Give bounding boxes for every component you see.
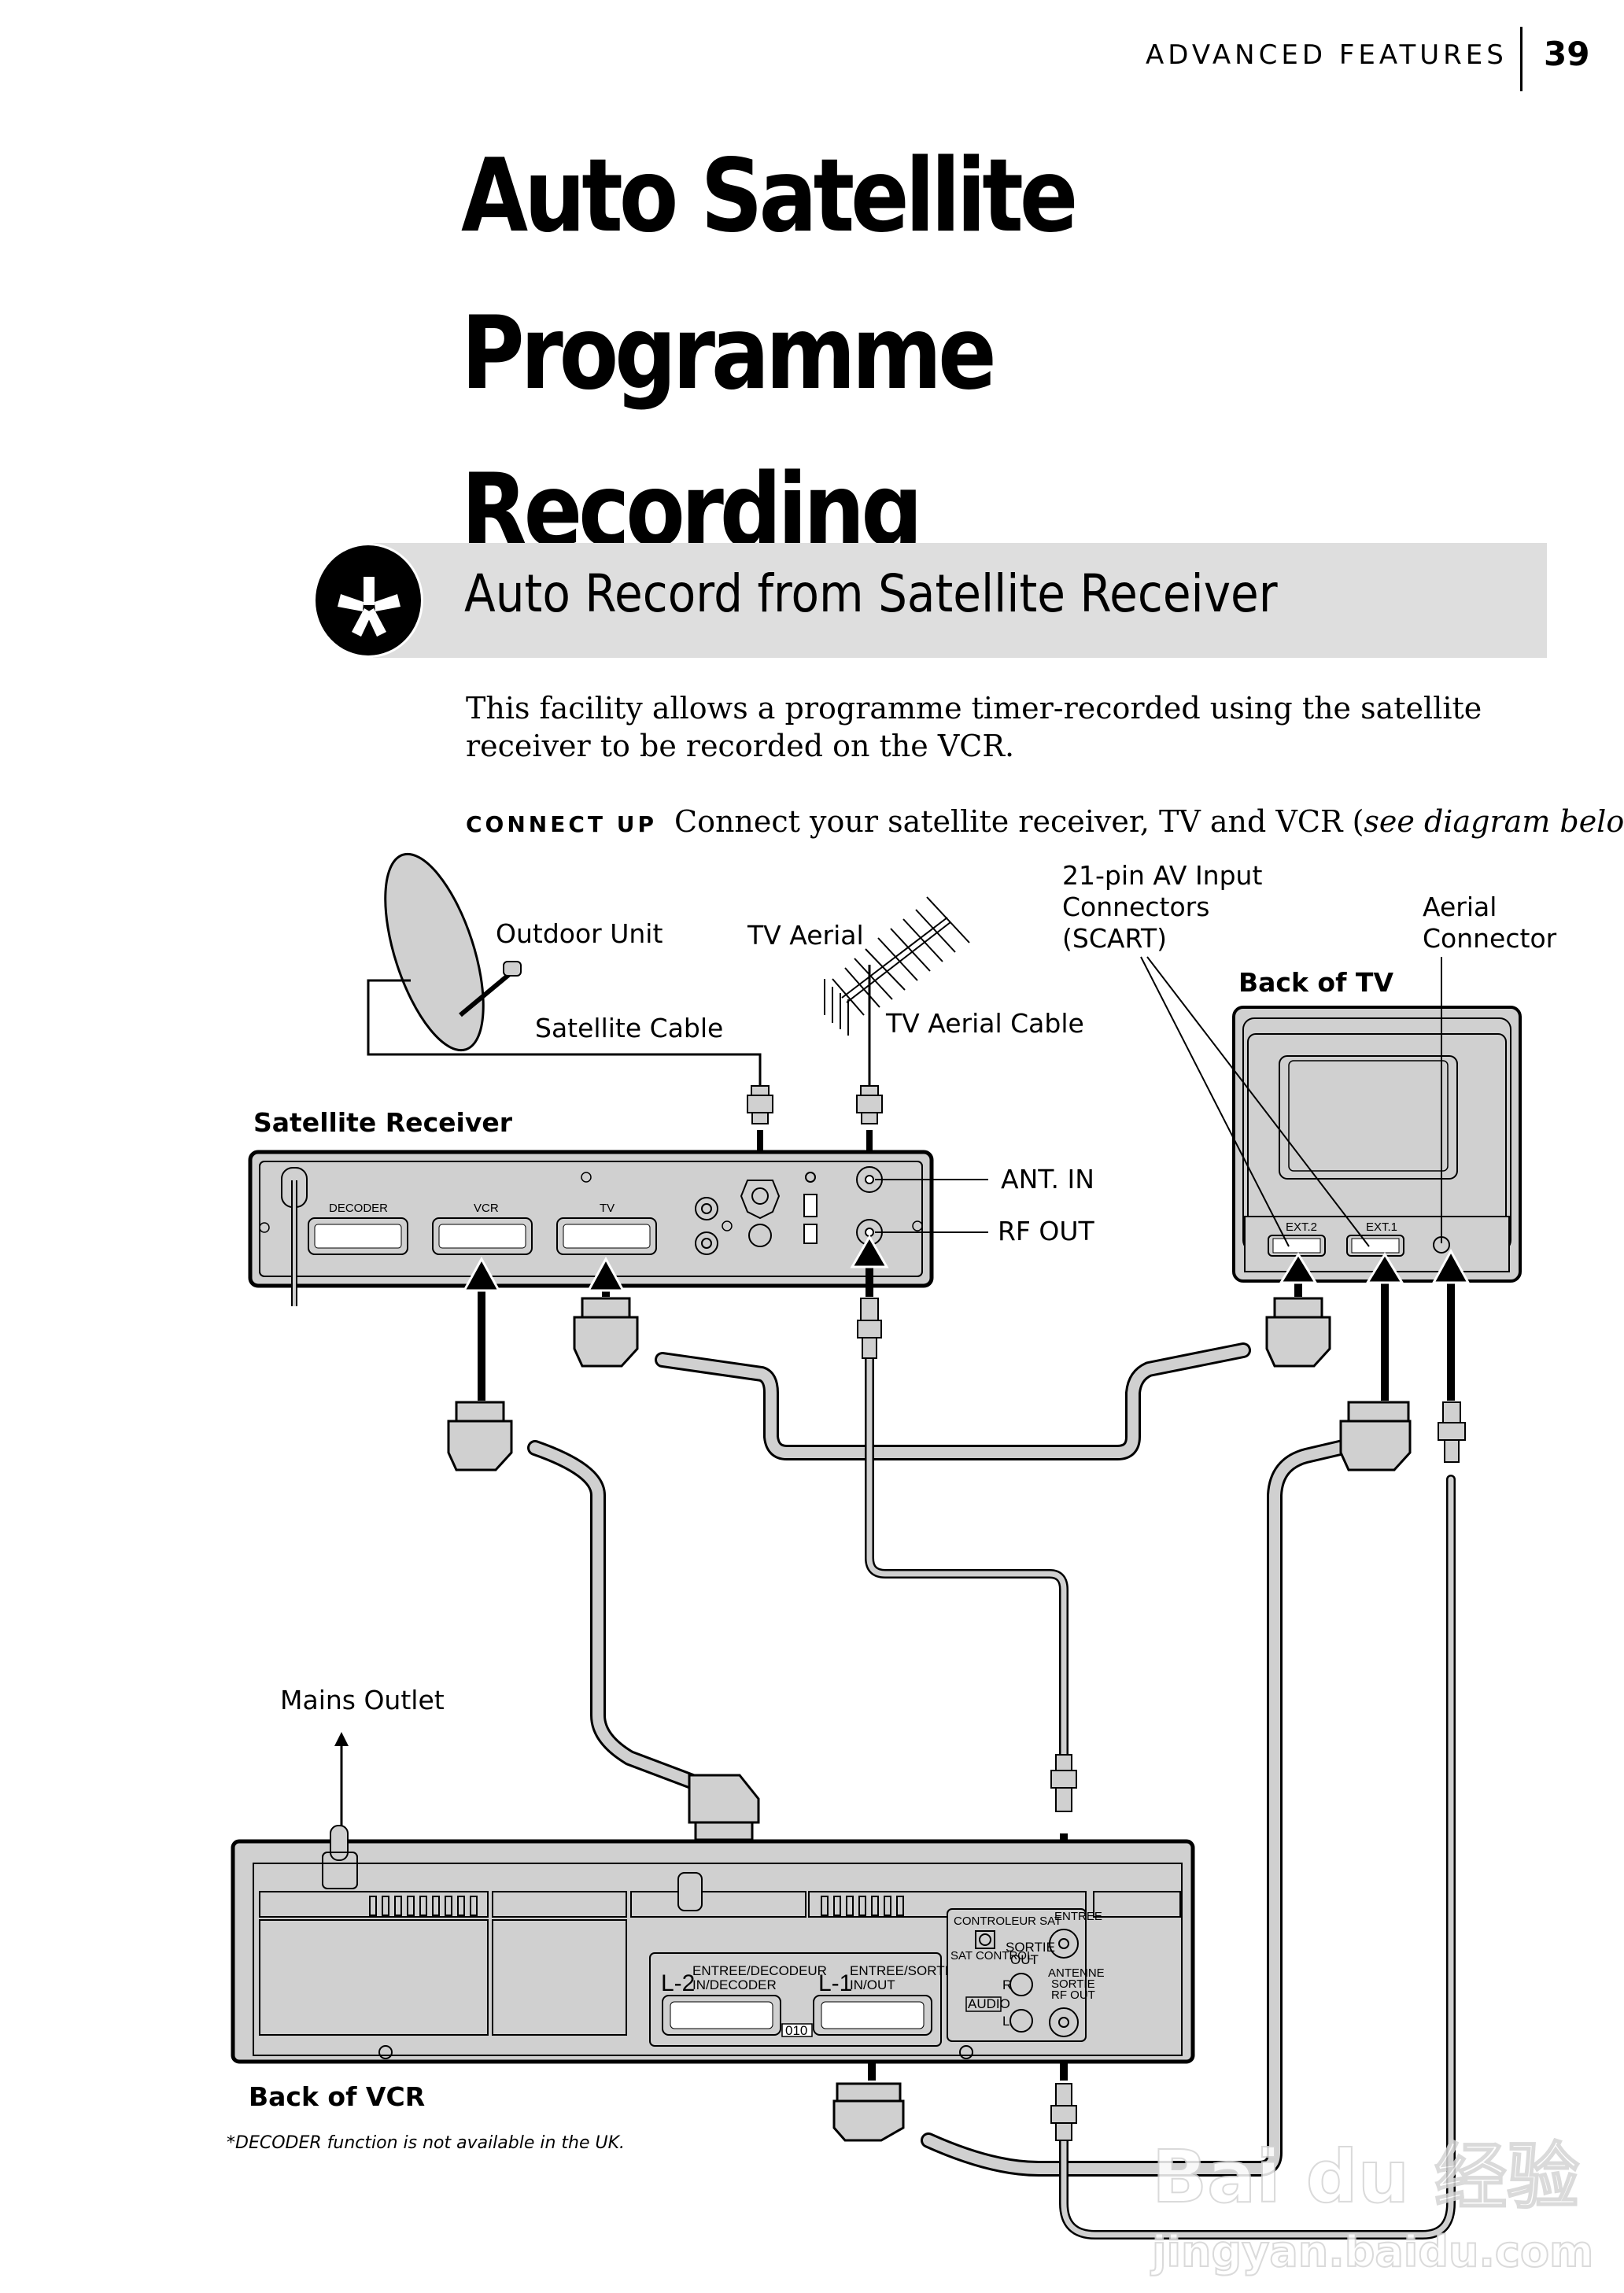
- connect-up-label: CONNECT UP: [466, 811, 657, 837]
- tv-back: EXT.2 EXT.1: [1232, 1006, 1522, 1283]
- tv-aerial-cable-plug: [856, 1085, 883, 1124]
- satellite-cable: [367, 979, 762, 1086]
- label-av-input-2: Connectors: [1062, 892, 1209, 922]
- vcr-port-l2: L-2: [661, 1970, 695, 1996]
- scart-cable-receiver-vcr-to-vcr-l2: [527, 1440, 708, 1793]
- tv-port-ext2: EXT.2: [1286, 1220, 1317, 1234]
- scart-plug-receiver-tv: [573, 1297, 639, 1368]
- tv-port-ext1: EXT.1: [1366, 1220, 1397, 1234]
- intro-paragraph: This facility allows a programme timer-r…: [466, 691, 1482, 763]
- scart-plug-tv-ext2: [1265, 1297, 1331, 1368]
- vcr-sat-control-fr: CONTROLEUR SAT: [954, 1915, 1061, 1928]
- connect-up-text: Connect your satellite receiver, TV and …: [674, 804, 1364, 839]
- vcr-audio-r: R: [1002, 1977, 1012, 1992]
- vcr-rf-out-l1: ANTENNE: [1048, 1966, 1105, 1980]
- label-outdoor-unit: Outdoor Unit: [496, 918, 663, 949]
- vcr-scart-l2: [662, 1995, 781, 2036]
- label-mains-outlet: Mains Outlet: [280, 1685, 445, 1715]
- label-back-of-vcr: Back of VCR: [249, 2081, 425, 2112]
- label-av-input-1: 21-pin AV Input: [1062, 860, 1262, 891]
- vcr-audio-out-en: OUT: [1010, 1952, 1039, 1967]
- vcr-port-l1-en: IN/OUT: [850, 1977, 895, 1992]
- watermark-brand: Bai du 经验: [1152, 2135, 1579, 2219]
- running-header-section: ADVANCED FEATURES: [1146, 39, 1508, 71]
- vcr-port-l2-fr: ENTREE/DECODEUR: [692, 1963, 827, 1978]
- section-heading: Auto Record from Satellite Receiver: [464, 563, 1278, 624]
- header-divider: [1520, 27, 1522, 91]
- rf-plug-receiver-out: [857, 1298, 882, 1359]
- receiver-port-tv: TV: [600, 1202, 615, 1215]
- connect-up-instruction: CONNECT UP Connect your satellite receive…: [466, 804, 1624, 839]
- rf-plug-tv-aerial: [1438, 1401, 1466, 1463]
- label-tv-aerial-cable: TV Aerial Cable: [885, 1008, 1084, 1039]
- receiver-port-decoder: DECODER: [329, 1202, 388, 1215]
- asterisk-badge: [313, 543, 423, 658]
- scart-plug-receiver-vcr: [447, 1401, 513, 1471]
- asterisk-icon: [338, 577, 400, 637]
- satellite-cable-plug: [747, 1085, 773, 1124]
- vcr-audio-out-fr: SORTIE: [1006, 1940, 1055, 1955]
- vcr-port-l2-en: IN/DECODER: [692, 1977, 777, 1992]
- rf-plug-vcr-out: [1050, 2083, 1077, 2141]
- label-satellite-cable: Satellite Cable: [535, 1013, 723, 1043]
- scart-plug-vcr-l1: [832, 2082, 905, 2142]
- scart-plug-tv-ext1: [1339, 1401, 1412, 1471]
- vcr-ant-in-socket: [1049, 1929, 1079, 1959]
- label-satellite-receiver: Satellite Receiver: [253, 1107, 513, 1138]
- label-back-of-tv: Back of TV: [1238, 967, 1393, 998]
- vcr-port-l1-fr: ENTREE/SORTIE: [850, 1963, 958, 1978]
- vcr-port-l1: L-1: [818, 1970, 852, 1996]
- label-av-input-3: (SCART): [1062, 923, 1167, 954]
- vcr-scart-l1: [813, 1995, 932, 2036]
- label-rf-out: RF OUT: [998, 1216, 1095, 1246]
- vcr-audio-l: L: [1002, 2014, 1009, 2029]
- vcr-rf-out-socket: [1049, 2007, 1079, 2037]
- decoder-footnote: *DECODER function is not available in th…: [227, 2133, 625, 2153]
- label-aerial-connector-2: Connector: [1423, 923, 1557, 954]
- watermark-url: jingyan.baidu.com: [1150, 2227, 1593, 2276]
- vcr-rf-out-l3: RF OUT: [1051, 1988, 1095, 2002]
- vcr-audio-label: AUDIO: [968, 1996, 1010, 2011]
- tv-scart-ext2: [1268, 1235, 1326, 1257]
- label-ant-in: ANT. IN: [1001, 1164, 1094, 1195]
- connect-up-italic: see diagram below: [1364, 804, 1624, 839]
- satellite-receiver: DECODER VCR TV: [248, 1150, 934, 1306]
- receiver-scart-vcr: [432, 1217, 533, 1255]
- receiver-scart-decoder: [308, 1217, 408, 1255]
- baidu-watermark: Bai du 经验 jingyan.baidu.com: [1150, 2134, 1594, 2277]
- rf-plug-vcr-in: [1050, 1754, 1077, 1812]
- vcr-rf-out-l2: SORTIE: [1051, 1977, 1095, 1991]
- satellite-dish-icon: [384, 852, 522, 1052]
- receiver-scart-tv: [556, 1217, 657, 1255]
- vcr-power-cord: [330, 1825, 349, 1861]
- label-aerial-connector-1: Aerial: [1423, 892, 1497, 922]
- scart-plug-vcr-l2: [688, 1774, 760, 1841]
- label-tv-aerial: TV Aerial: [747, 920, 864, 951]
- page-title-line-1: Auto Satellite: [461, 138, 1078, 255]
- vcr-back: 010 L-2 ENTREE/DECODEUR IN/DECODER L-1 E…: [231, 1825, 1195, 2064]
- vcr-code-label: 010: [785, 2023, 807, 2038]
- section-heading-band: [373, 543, 1547, 658]
- leader-scart-ext1: [1146, 956, 1370, 1247]
- page-number: 39: [1544, 35, 1590, 73]
- rf-cable-receiver-to-vcr: [865, 1353, 1069, 1783]
- vcr-sat-control-en: SAT CONTROL: [950, 1949, 1033, 1963]
- vcr-ant-in-fr: ENTREE: [1054, 1910, 1102, 1923]
- receiver-port-vcr: VCR: [474, 1202, 499, 1215]
- tv-scart-ext1: [1346, 1235, 1404, 1257]
- tv-aerial-icon: [824, 896, 970, 1036]
- leader-scart-ext2: [1140, 956, 1290, 1247]
